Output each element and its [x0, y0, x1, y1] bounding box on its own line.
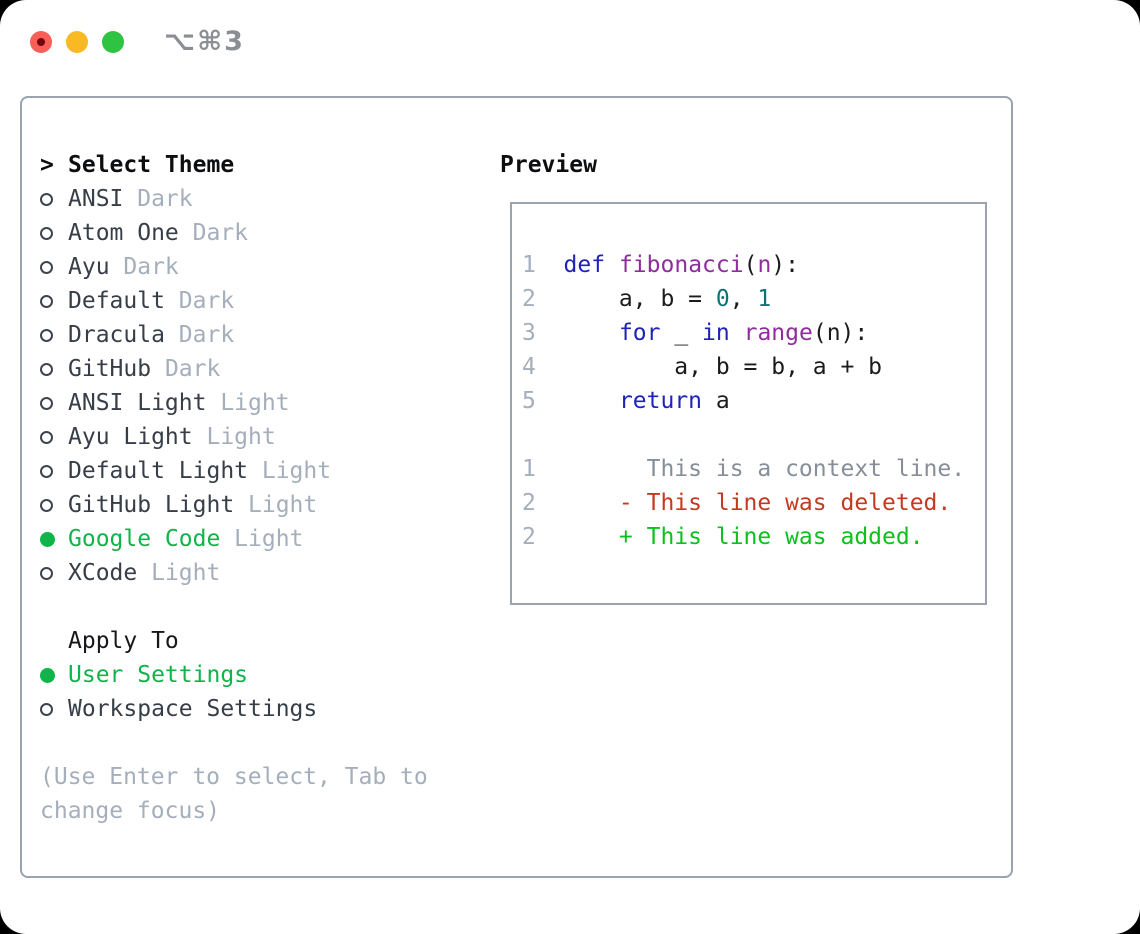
code-line: 4 a, b = b, a + b [522, 350, 979, 384]
radio-selected-icon [40, 531, 55, 547]
line-number: 4 [522, 354, 536, 380]
radio-selected-icon [40, 667, 55, 683]
close-dot-icon [37, 37, 45, 46]
code-line: 3 for _ in range(n): [522, 316, 979, 350]
line-number: 1 [522, 252, 536, 278]
code-line: 2 a, b = 0, 1 [522, 282, 979, 316]
line-text: This is a context line. [549, 456, 966, 482]
line-text: - This line was deleted. [549, 490, 952, 516]
preview-title: Preview [500, 152, 597, 178]
radio-unselected-icon [40, 566, 53, 580]
blank-line [522, 418, 979, 452]
line-number: 3 [522, 320, 536, 346]
radio-unselected-icon [40, 294, 53, 308]
titlebar: ⌥⌘3 [30, 26, 245, 57]
keyboard-hint: (Use Enter to select, Tab to change focu… [40, 760, 499, 828]
line-number: 2 [522, 490, 536, 516]
apply-option-workspace-settings[interactable]: Workspace Settings [40, 692, 499, 726]
radio-unselected-icon [40, 192, 53, 206]
line-text: a, b = 0, 1 [549, 286, 772, 312]
line-number: 2 [522, 524, 536, 550]
radio-unselected-icon [40, 396, 53, 410]
line-text: def fibonacci(n): [563, 252, 799, 278]
apply-to-header-row: Apply To [40, 624, 499, 658]
line-number: 1 [522, 456, 536, 482]
apply-option-label: User Settings [68, 662, 249, 688]
preview-panel: Preview 1 def fibonacci(n):2 a, b = 0, 1… [499, 148, 991, 876]
line-text: for _ in range(n): [618, 320, 869, 346]
radio-unselected-icon [40, 362, 53, 376]
radio-unselected-icon [40, 328, 53, 342]
line-text: return a [618, 388, 730, 414]
radio-unselected-icon [40, 702, 53, 716]
apply-to-title: Apply To [68, 628, 179, 654]
radio-unselected-icon [40, 464, 53, 478]
apply-option-user-settings[interactable]: User Settings [40, 658, 499, 692]
minimize-window-button[interactable] [66, 30, 88, 53]
window-shortcut-label: ⌥⌘3 [164, 26, 245, 57]
radio-unselected-icon [40, 498, 53, 512]
radio-unselected-icon [40, 260, 53, 274]
theme-list-header-row: > Select Theme [40, 148, 499, 182]
line-text: + This line was added. [549, 524, 924, 550]
zoom-window-button[interactable] [102, 30, 124, 53]
line-number: 5 [522, 388, 536, 414]
line-text: a, b = b, a + b [549, 354, 883, 380]
diff-added-line: 2 + This line was added. [522, 520, 979, 554]
radio-unselected-icon [40, 226, 53, 240]
keyboard-hint-line1: (Use Enter to select, Tab to [40, 764, 428, 790]
code-line: 5 return a [522, 384, 979, 418]
keyboard-hint-line2: change focus) [40, 798, 221, 824]
diff-context-line: 1 This is a context line. [522, 452, 979, 486]
code-line: 1 def fibonacci(n): [522, 248, 979, 282]
diff-deleted-line: 2 - This line was deleted. [522, 486, 979, 520]
apply-option-label: Workspace Settings [68, 696, 318, 722]
cursor-chevron-icon: > [40, 152, 54, 178]
radio-unselected-icon [40, 430, 53, 444]
theme-list-title: Select Theme [68, 152, 235, 178]
close-window-button[interactable] [30, 30, 52, 53]
line-number: 2 [522, 286, 536, 312]
